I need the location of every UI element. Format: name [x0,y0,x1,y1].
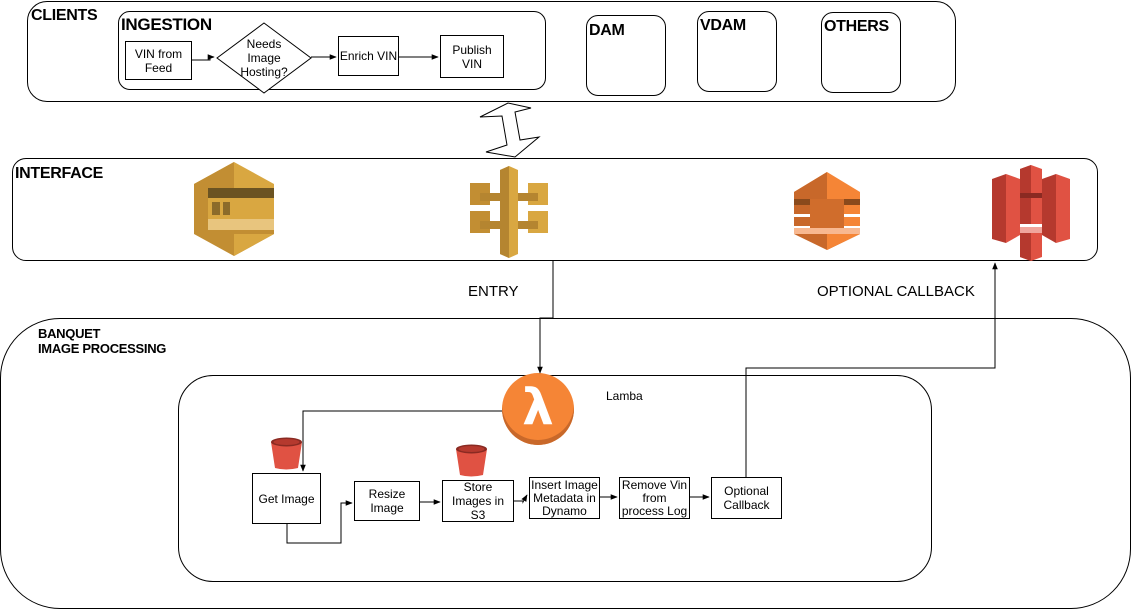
others-title: OTHERS [824,18,889,35]
node-store-images-s3[interactable]: Store Images in S3 [442,480,514,522]
node-publish-vin[interactable]: Publish VIN [440,35,504,78]
others-container[interactable] [821,12,901,93]
node-enrich-vin[interactable]: Enrich VIN [338,36,399,76]
sqs-queue-icon[interactable] [194,162,274,256]
ingestion-title: INGESTION [121,15,212,34]
interface-title: INTERFACE [15,165,103,182]
node-insert-metadata[interactable]: Insert Image Metadata in Dynamo [529,477,600,519]
lambda-icon[interactable]: λ [502,373,574,445]
node-needs-image-hosting: Needs Image Hosting? [240,37,288,79]
vdam-container[interactable] [697,11,777,92]
step-workflow-icon[interactable] [794,172,860,250]
node-resize-image[interactable]: Resize Image [354,481,420,521]
node-vin-from-feed[interactable]: VIN from Feed [125,41,192,80]
entry-label: ENTRY [468,283,519,300]
optional-callback-label: OPTIONAL CALLBACK [817,283,975,300]
clients-title: CLIENTS [31,7,98,24]
node-get-image[interactable]: Get Image [252,473,321,524]
interface-container [12,158,1098,261]
lambda-symbol: λ [522,378,554,436]
decision-diamond-shape [216,22,312,94]
node-needs-image-hosting-diamond[interactable] [216,22,312,94]
bidirectional-arrow [479,102,541,158]
node-optional-callback[interactable]: Optional Callback [711,477,782,519]
s3-bucket-icon [271,437,302,470]
lambda-label: Lamba [606,389,643,403]
dam-container[interactable] [586,15,666,96]
api-gateway-icon[interactable] [470,166,548,258]
vdam-title: VDAM [700,17,746,34]
banquet-title: BANQUET IMAGE PROCESSING [38,326,167,356]
node-remove-vin[interactable]: Remove Vin from process Log [619,477,690,519]
s3-storage-icon[interactable] [992,165,1070,261]
dam-title: DAM [589,22,625,39]
s3-bucket-icon [456,444,487,477]
